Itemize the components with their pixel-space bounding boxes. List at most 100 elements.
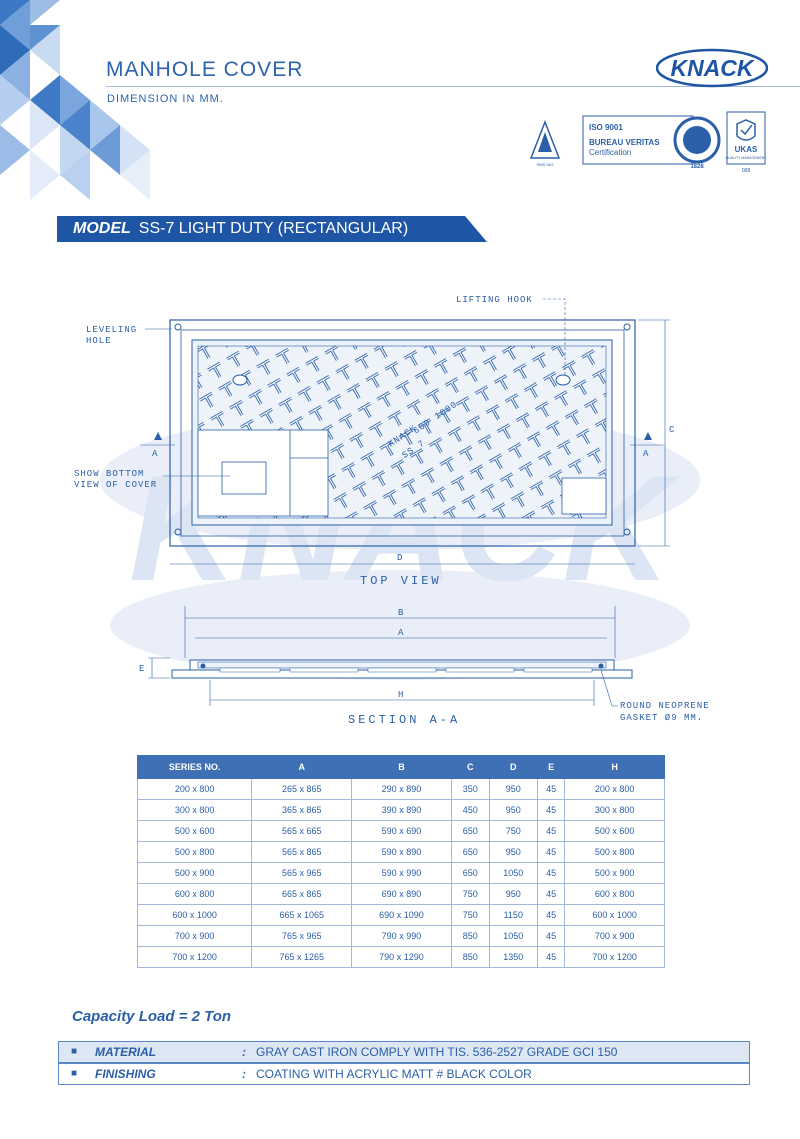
table-cell: 590 x 990 bbox=[351, 862, 452, 884]
table-cell: 350 bbox=[450, 778, 490, 800]
leveling-hole-bl bbox=[174, 528, 182, 536]
table-cell: 500 x 900 bbox=[564, 862, 665, 884]
table-cell: 650 bbox=[450, 820, 490, 842]
table-cell: 790 x 990 bbox=[351, 925, 452, 947]
table-cell: 850 bbox=[450, 946, 490, 968]
certification-marks: SMS ING ISO 9001 BUREAU VERITAS Certific… bbox=[525, 108, 775, 183]
col-c: C bbox=[450, 755, 490, 779]
thai-standard-mark: SMS ING bbox=[529, 119, 561, 167]
table-cell: 565 x 965 bbox=[251, 862, 353, 884]
table-cell: 45 bbox=[536, 925, 566, 947]
material-value: GRAY CAST IRON COMPLY WITH TIS. 536-2527… bbox=[256, 1045, 618, 1059]
table-cell: 500 x 800 bbox=[136, 841, 253, 863]
table-cell: 790 x 1290 bbox=[351, 946, 452, 968]
col-series: SERIES NO. bbox=[136, 755, 253, 779]
table-cell: 45 bbox=[536, 778, 566, 800]
svg-text:H: H bbox=[398, 690, 404, 700]
table-cell: 850 bbox=[450, 925, 490, 947]
table-cell: 750 bbox=[488, 820, 538, 842]
svg-text:SMS ING: SMS ING bbox=[537, 162, 554, 167]
table-cell: 750 bbox=[450, 904, 490, 926]
table-cell: 765 x 965 bbox=[251, 925, 353, 947]
table-cell: 600 x 1000 bbox=[136, 904, 253, 926]
table-cell: 765 x 1265 bbox=[251, 946, 353, 968]
table-cell: 700 x 1200 bbox=[564, 946, 665, 968]
table-cell: 290 x 890 bbox=[351, 778, 452, 800]
material-row: ■ MATERIAL : GRAY CAST IRON COMPLY WITH … bbox=[58, 1041, 750, 1063]
bureau-veritas-seal: 1828 bbox=[673, 116, 721, 170]
col-e: E bbox=[536, 755, 566, 779]
model-label: MODEL bbox=[73, 220, 131, 237]
table-cell: 565 x 665 bbox=[251, 820, 353, 842]
svg-text:008: 008 bbox=[742, 168, 751, 174]
leveling-hole-tr bbox=[623, 323, 631, 331]
table-cell: 500 x 900 bbox=[136, 862, 253, 884]
svg-text:QUALITY MANAGEMENT: QUALITY MANAGEMENT bbox=[726, 156, 768, 160]
bottom-view-overlay bbox=[197, 429, 329, 517]
table-cell: 500 x 600 bbox=[564, 820, 665, 842]
table-cell: 700 x 900 bbox=[564, 925, 665, 947]
col-b: B bbox=[351, 755, 452, 779]
table-cell: 45 bbox=[536, 862, 566, 884]
finishing-value: COATING WITH ACRYLIC MATT # BLACK COLOR bbox=[256, 1067, 532, 1081]
model-title: MODEL SS-7 LIGHT DUTY (RECTANGULAR) bbox=[73, 220, 408, 238]
svg-text:E: E bbox=[139, 664, 145, 674]
finishing-colon: : bbox=[242, 1067, 246, 1081]
header-divider bbox=[106, 86, 800, 87]
table-cell: 650 bbox=[450, 862, 490, 884]
svg-text:1828: 1828 bbox=[690, 164, 704, 170]
table-cell: 45 bbox=[536, 904, 566, 926]
table-cell: 500 x 800 bbox=[564, 841, 665, 863]
finishing-row: ■ FINISHING : COATING WITH ACRYLIC MATT … bbox=[58, 1063, 750, 1085]
model-name: SS-7 LIGHT DUTY (RECTANGULAR) bbox=[138, 220, 409, 237]
show-bottom-label: SHOW BOTTOM bbox=[74, 469, 144, 479]
table-cell: 390 x 890 bbox=[351, 799, 452, 821]
table-cell: 665 x 1065 bbox=[251, 904, 353, 926]
table-cell: 450 bbox=[450, 799, 490, 821]
table-cell: 600 x 800 bbox=[564, 883, 665, 905]
top-view-label: TOP VIEW bbox=[360, 574, 442, 588]
svg-text:HOLE: HOLE bbox=[86, 336, 112, 346]
finishing-label: FINISHING bbox=[95, 1067, 156, 1081]
leveling-hole-br bbox=[623, 528, 631, 536]
leveling-hole-tl bbox=[174, 323, 182, 331]
leveling-hole-label: LEVELING bbox=[86, 325, 137, 335]
svg-text:A: A bbox=[643, 449, 649, 459]
table-cell: 950 bbox=[488, 799, 538, 821]
bureau-text: BUREAU VERITAS bbox=[589, 138, 660, 147]
ukas-mark: UKAS QUALITY MANAGEMENT 008 bbox=[726, 111, 768, 174]
svg-text:VIEW OF COVER: VIEW OF COVER bbox=[74, 480, 157, 490]
table-cell: 45 bbox=[536, 841, 566, 863]
table-cell: 1150 bbox=[488, 904, 538, 926]
col-d: D bbox=[488, 755, 538, 779]
technical-drawing: KNACK KNACK SS 7 600 1000 LIFTING HOOK L… bbox=[74, 295, 709, 727]
lifting-hook-label: LIFTING HOOK bbox=[456, 295, 533, 305]
table-cell: 1050 bbox=[488, 862, 538, 884]
table-cell: 200 x 800 bbox=[136, 778, 253, 800]
capacity-load: Capacity Load = 2 Ton bbox=[72, 1008, 232, 1025]
section-profile bbox=[171, 659, 633, 679]
knack-logo: KNACK bbox=[656, 48, 768, 88]
section-label: SECTION A-A bbox=[348, 713, 460, 727]
material-label: MATERIAL bbox=[95, 1045, 157, 1059]
svg-text:C: C bbox=[669, 425, 675, 435]
table-cell: 45 bbox=[536, 946, 566, 968]
table-cell: 565 x 865 bbox=[251, 841, 353, 863]
page-subtitle: DIMENSION IN MM. bbox=[107, 93, 224, 105]
table-cell: 365 x 865 bbox=[251, 799, 353, 821]
table-cell: 750 bbox=[450, 883, 490, 905]
table-cell: 690 x 890 bbox=[351, 883, 452, 905]
svg-text:D: D bbox=[397, 553, 403, 563]
table-cell: 700 x 900 bbox=[136, 925, 253, 947]
bullet-icon: ■ bbox=[71, 1046, 78, 1057]
table-cell: 45 bbox=[536, 799, 566, 821]
table-cell: 45 bbox=[536, 883, 566, 905]
table-cell: 600 x 1000 bbox=[564, 904, 665, 926]
